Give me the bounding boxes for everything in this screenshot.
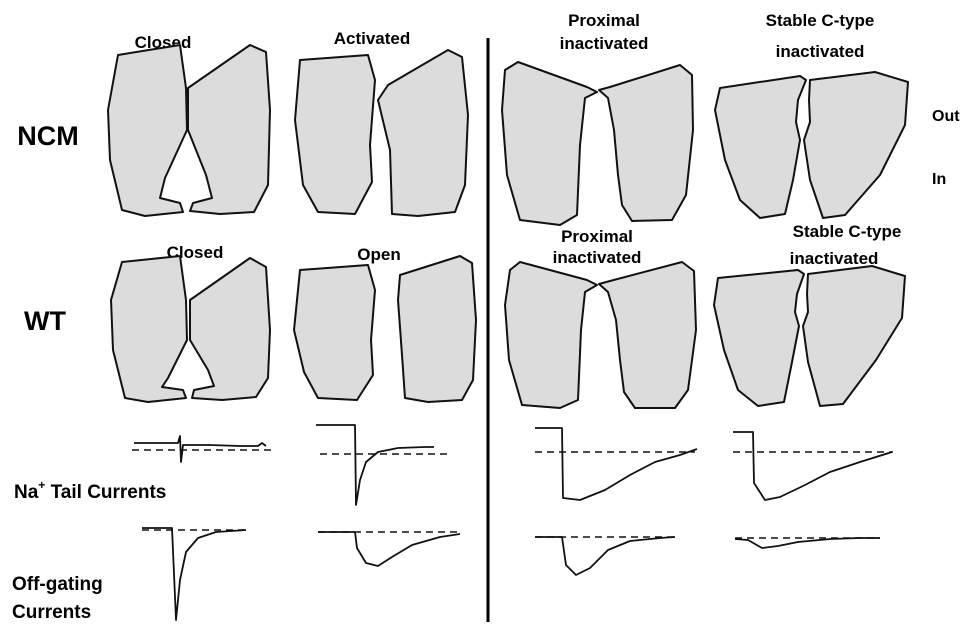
row-label-wt: WT — [24, 306, 66, 336]
wt-stable-label-line2: inactivated — [790, 249, 879, 268]
na-tail-trace-proximal — [535, 428, 697, 500]
ncm-proximal-label-line2: inactivated — [560, 34, 649, 53]
membrane-out-label: Out — [932, 108, 960, 125]
ncm-proximal-label-line1: Proximal — [568, 11, 640, 30]
ncm-proximal-channel — [502, 62, 693, 225]
ncm-stable-label-line2: inactivated — [776, 42, 865, 61]
wt-proximal-label-line1: Proximal — [561, 227, 633, 246]
wt-open-label: Open — [357, 245, 400, 264]
off-gating-trace-stable — [735, 538, 880, 548]
off-gating-trace-proximal — [535, 537, 675, 575]
off-gating-label-line2: Currents — [12, 602, 91, 623]
na-tail-trace-activated — [316, 425, 452, 505]
off-gating-trace-activated — [318, 532, 460, 566]
wt-stable-label-line1: Stable C-type — [793, 222, 902, 241]
row-label-ncm: NCM — [17, 121, 79, 151]
wt-open-channel — [294, 256, 476, 402]
wt-closed-channel — [111, 256, 270, 402]
ncm-stable-label-line1: Stable C-type — [766, 11, 875, 30]
wt-proximal-label-line2: inactivated — [553, 248, 642, 267]
ncm-stable-channel — [715, 72, 908, 218]
ncm-closed-channel — [108, 45, 270, 216]
wt-proximal-channel — [505, 262, 696, 408]
ncm-activated-label: Activated — [334, 29, 411, 48]
membrane-in-label: In — [932, 171, 946, 188]
na-tail-trace-stable — [733, 432, 893, 500]
off-gating-trace-closed — [142, 528, 250, 620]
na-tail-currents-label: Na+ Tail Currents — [14, 478, 166, 503]
off-gating-label-line1: Off-gating — [12, 574, 103, 595]
wt-stable-channel — [714, 266, 905, 406]
na-tail-trace-closed — [132, 436, 275, 462]
ncm-activated-channel — [295, 50, 468, 216]
